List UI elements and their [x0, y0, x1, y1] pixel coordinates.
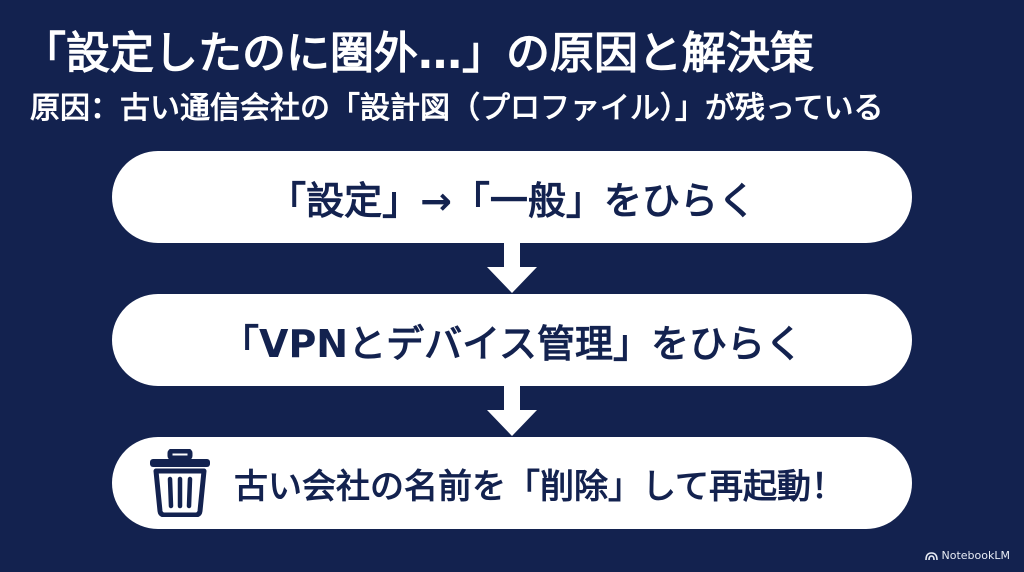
- notebooklm-logo-icon: [924, 551, 938, 560]
- step-card-2: 「VPNとデバイス管理」をひらく: [112, 294, 912, 386]
- trash-icon: [150, 449, 210, 517]
- arrow-down-icon: [487, 386, 537, 436]
- brand-label: NotebookLM: [941, 549, 1010, 562]
- step-1-text: 「設定」→「一般」をひらく: [268, 178, 756, 223]
- arrow-down-icon: [487, 243, 537, 293]
- step-2-text: 「VPNとデバイス管理」をひらく: [221, 321, 803, 366]
- slide-title: 「設定したのに圏外…」の原因と解決策: [22, 28, 814, 79]
- slide-subtitle: 原因：古い通信会社の「設計図（プロファイル）」が残っている: [30, 91, 884, 126]
- brand-watermark: NotebookLM: [924, 549, 1010, 562]
- step-card-1: 「設定」→「一般」をひらく: [112, 151, 912, 243]
- step-3-text: 古い会社の名前を「削除」して再起動！: [234, 466, 845, 507]
- step-card-3: 古い会社の名前を「削除」して再起動！: [112, 437, 912, 529]
